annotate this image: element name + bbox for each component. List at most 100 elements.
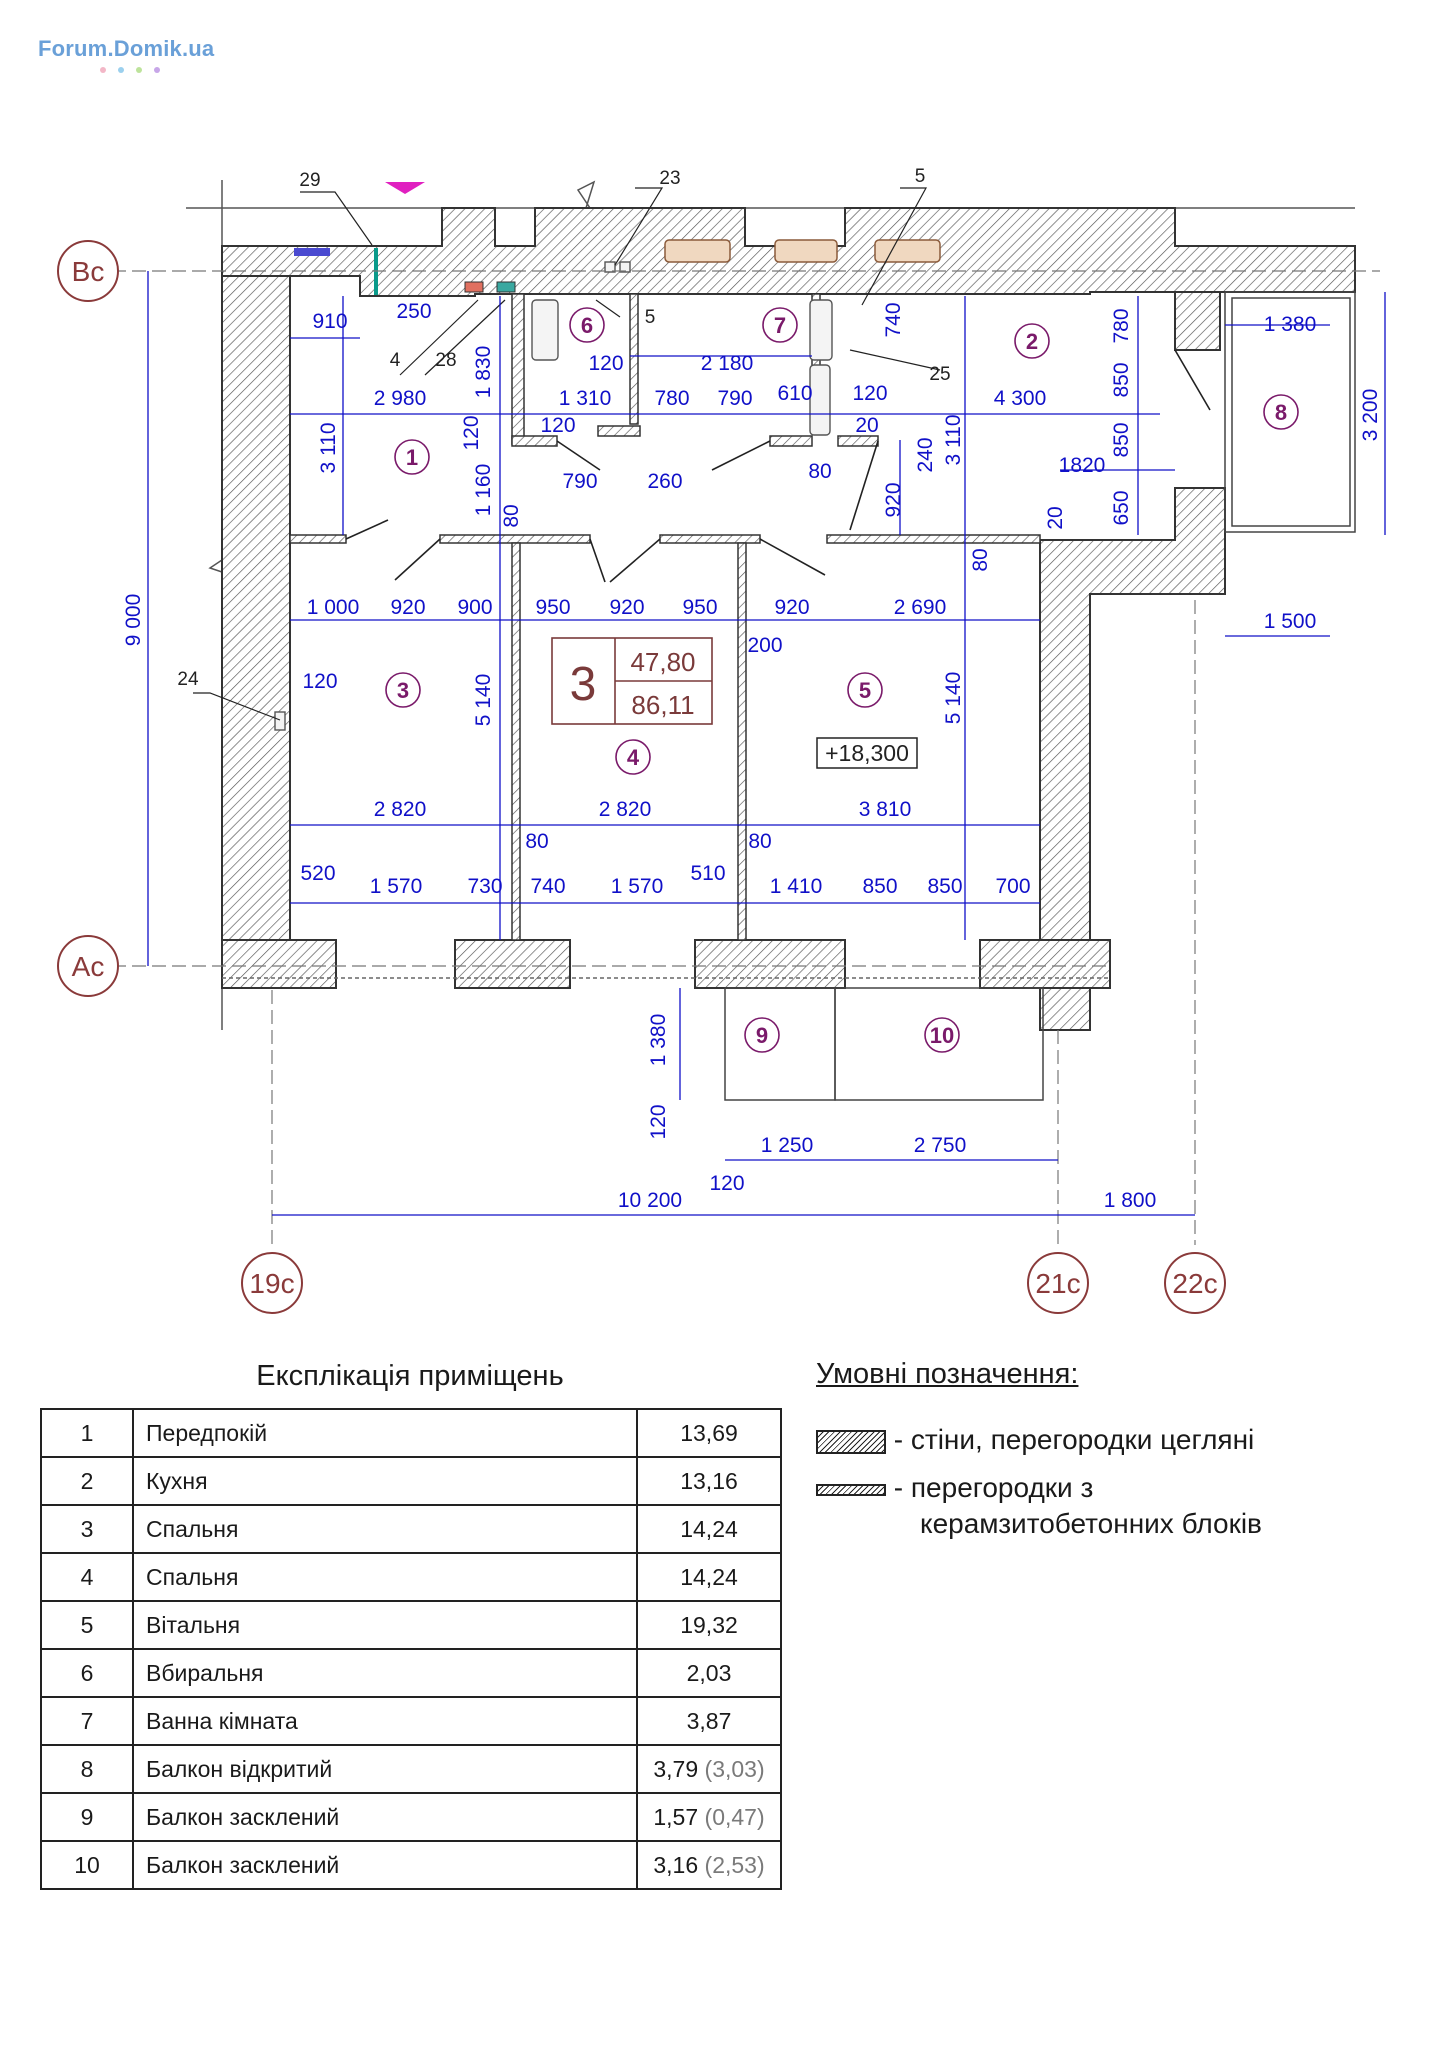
axis-label-19c: 19с <box>249 1268 294 1299</box>
dim-510: 510 <box>690 862 725 885</box>
row-room-name: Балкон засклений <box>132 1840 638 1890</box>
dim-260: 260 <box>647 470 682 493</box>
windows <box>664 239 941 263</box>
row-number: 6 <box>40 1648 134 1698</box>
row-area: 19,32 <box>680 1611 738 1638</box>
dim-2980: 2 980 <box>374 387 427 410</box>
fixtures <box>274 261 833 731</box>
dim-240: 240 <box>914 437 937 472</box>
dim-790b: 790 <box>562 470 597 493</box>
dim-610: 610 <box>777 382 812 405</box>
row-area: 14,24 <box>680 1515 738 1542</box>
row-number: 3 <box>40 1504 134 1554</box>
dim-120a: 120 <box>588 352 623 375</box>
row-area-cell: 3,16 (2,53) <box>636 1840 782 1890</box>
dim-1410: 1 410 <box>770 875 823 898</box>
row-room-name: Вітальня <box>132 1600 638 1650</box>
row-number: 7 <box>40 1696 134 1746</box>
apartment-living-area: 47,80 <box>630 647 695 677</box>
dim-1250: 1 250 <box>761 1134 814 1157</box>
row-room-name: Балкон відкритий <box>132 1744 638 1794</box>
row-number: 4 <box>40 1552 134 1602</box>
dim-120e: 120 <box>302 670 337 693</box>
callout-4: 4 <box>390 350 401 371</box>
dim-120d: 120 <box>460 415 483 450</box>
dim-120f: 120 <box>647 1104 670 1139</box>
brick-walls <box>221 207 1356 1031</box>
dim-950b: 950 <box>682 596 717 619</box>
apartment-rooms-count: 3 <box>570 658 597 711</box>
dim-80c: 80 <box>969 548 992 571</box>
legend-swatch-block <box>816 1483 886 1496</box>
row-area-cell: 14,24 <box>636 1504 782 1554</box>
dim-730: 730 <box>467 875 502 898</box>
axis-label-21c: 21с <box>1035 1268 1080 1299</box>
dim-3110b: 3 110 <box>942 415 965 466</box>
dim-920a: 920 <box>882 482 905 517</box>
dim-5140b: 5 140 <box>942 672 965 725</box>
row-area-cell: 3,79 (3,03) <box>636 1744 782 1794</box>
room-label-4: 4 <box>627 745 640 770</box>
row-area: 3,16 <box>653 1851 699 1878</box>
dim-20: 20 <box>855 414 878 437</box>
legend-title: Умовні позначення: <box>816 1358 1079 1390</box>
room-label-1: 1 <box>406 445 418 470</box>
dim-520: 520 <box>300 862 335 885</box>
callout-23: 23 <box>659 168 680 189</box>
dim-3810: 3 810 <box>859 798 912 821</box>
dim-250: 250 <box>396 300 431 323</box>
row-area-cell: 3,87 <box>636 1696 782 1746</box>
callout-5-top: 5 <box>915 166 926 187</box>
legend-row-block: - перегородки з <box>816 1472 1093 1504</box>
apartment-total-area: 86,11 <box>631 690 694 720</box>
axis-lines <box>112 270 1380 1245</box>
dim-920d: 920 <box>774 596 809 619</box>
dimension-lines <box>147 271 1386 1216</box>
floor-plan: Вс Ас 19с 21с 22с 1 2 3 4 5 6 7 8 9 10 3… <box>57 166 1386 1314</box>
row-number: 9 <box>40 1792 134 1842</box>
dim-2180: 2 180 <box>701 352 754 375</box>
dim-200: 200 <box>747 634 782 657</box>
room-label-8: 8 <box>1275 400 1287 425</box>
room-label-3: 3 <box>397 678 409 703</box>
row-area-cell: 1,57 (0,47) <box>636 1792 782 1842</box>
dim-1310: 1 310 <box>559 387 612 410</box>
row-area: 14,24 <box>680 1563 738 1590</box>
room-markers <box>385 307 1299 1053</box>
vent-red <box>464 281 484 293</box>
row-area: 3,79 <box>653 1755 699 1782</box>
dim-780a: 780 <box>1110 308 1133 343</box>
legend-row-brick: - стіни, перегородки цегляні <box>816 1424 1254 1456</box>
dim-5140a: 5 140 <box>472 674 495 727</box>
dim-2820a: 2 820 <box>374 798 427 821</box>
balconies <box>222 291 1356 1101</box>
dim-2750: 2 750 <box>914 1134 967 1157</box>
row-room-name: Балкон засклений <box>132 1792 638 1842</box>
dim-1380b: 1 380 <box>647 1014 670 1067</box>
axis-label-bc: Вс <box>72 256 105 287</box>
dim-80d: 80 <box>525 830 548 853</box>
dim-850d: 850 <box>927 875 962 898</box>
legend-label-block-1: - перегородки з <box>893 1472 1094 1503</box>
dim-700: 700 <box>995 875 1030 898</box>
explication-title: Експлікація приміщень <box>256 1360 564 1392</box>
row-area-cell: 19,32 <box>636 1600 782 1650</box>
dim-920c: 920 <box>609 596 644 619</box>
watermark-dot <box>118 67 124 73</box>
row-room-name: Спальня <box>132 1552 638 1602</box>
callout-24: 24 <box>177 669 199 690</box>
dim-740b: 740 <box>530 875 565 898</box>
dim-950a: 950 <box>535 596 570 619</box>
watermark-dot <box>136 67 142 73</box>
dim-80e: 80 <box>748 830 771 853</box>
row-room-name: Ванна кімната <box>132 1696 638 1746</box>
row-area: 1,57 <box>653 1803 699 1830</box>
dim-80b: 80 <box>500 504 523 527</box>
legend-swatch-brick <box>816 1429 886 1454</box>
